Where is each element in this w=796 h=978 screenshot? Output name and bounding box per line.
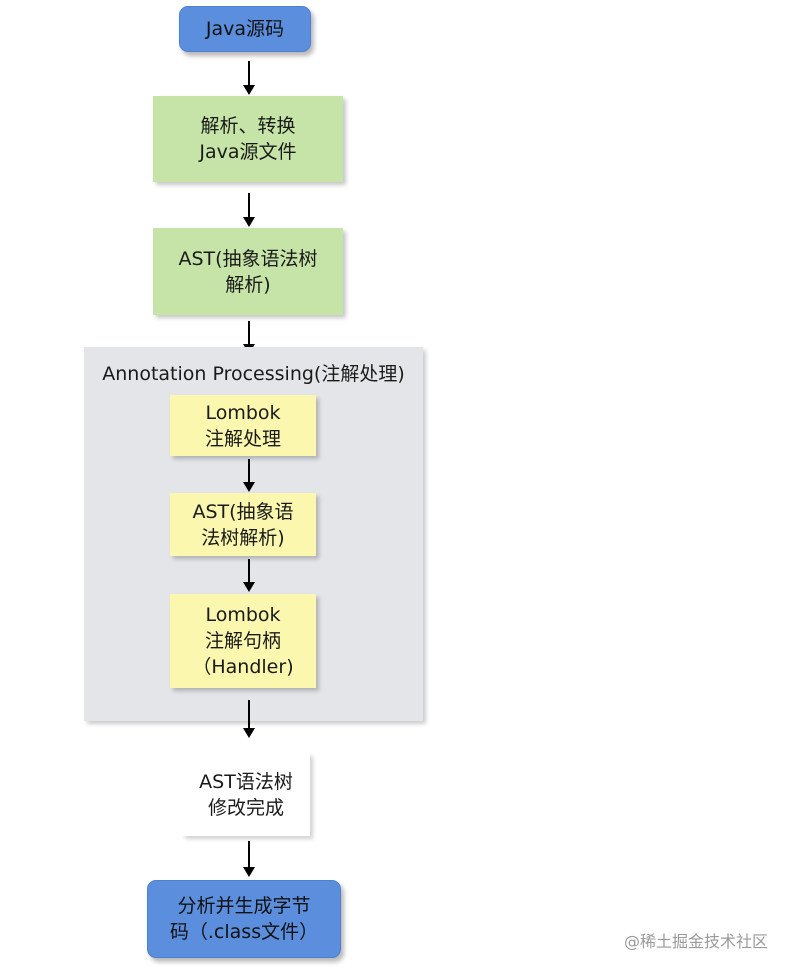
lombok-annotation-label: Lombok 注解处理 xyxy=(204,401,281,450)
arrow-7 xyxy=(242,841,256,877)
inner-ast-parse-label: AST(抽象语 法树解析) xyxy=(192,500,294,549)
parse-convert-label: 解析、转换 Java源文件 xyxy=(199,115,297,163)
generate-bytecode-node: 分析并生成字节 码（.class文件） xyxy=(147,880,341,958)
generate-bytecode-label: 分析并生成字节 码（.class文件） xyxy=(169,895,319,943)
arrow-6 xyxy=(242,700,256,738)
ast-parse-label: AST(抽象语法树 解析) xyxy=(178,247,318,296)
lombok-handler-label: Lombok 注解句柄 （Handler) xyxy=(192,604,294,678)
arrow-4 xyxy=(242,459,256,492)
arrow-2 xyxy=(242,193,256,227)
java-source-node: Java源码 xyxy=(179,6,311,52)
watermark-text: @稀土掘金技术社区 xyxy=(623,932,768,951)
parse-convert-node: 解析、转换 Java源文件 xyxy=(153,96,343,182)
annotation-processing-title: Annotation Processing(注解处理) xyxy=(102,363,405,385)
java-source-label: Java源码 xyxy=(205,18,285,40)
ast-modified-label: AST语法树 修改完成 xyxy=(199,770,293,819)
lombok-annotation-node: Lombok 注解处理 xyxy=(170,395,316,456)
arrow-5 xyxy=(242,559,256,592)
ast-parse-node: AST(抽象语法树 解析) xyxy=(153,228,343,315)
inner-ast-parse-node: AST(抽象语 法树解析) xyxy=(170,493,316,556)
arrow-1 xyxy=(242,61,256,95)
lombok-handler-node: Lombok 注解句柄 （Handler) xyxy=(170,594,316,688)
ast-modified-node: AST语法树 修改完成 xyxy=(182,753,310,836)
